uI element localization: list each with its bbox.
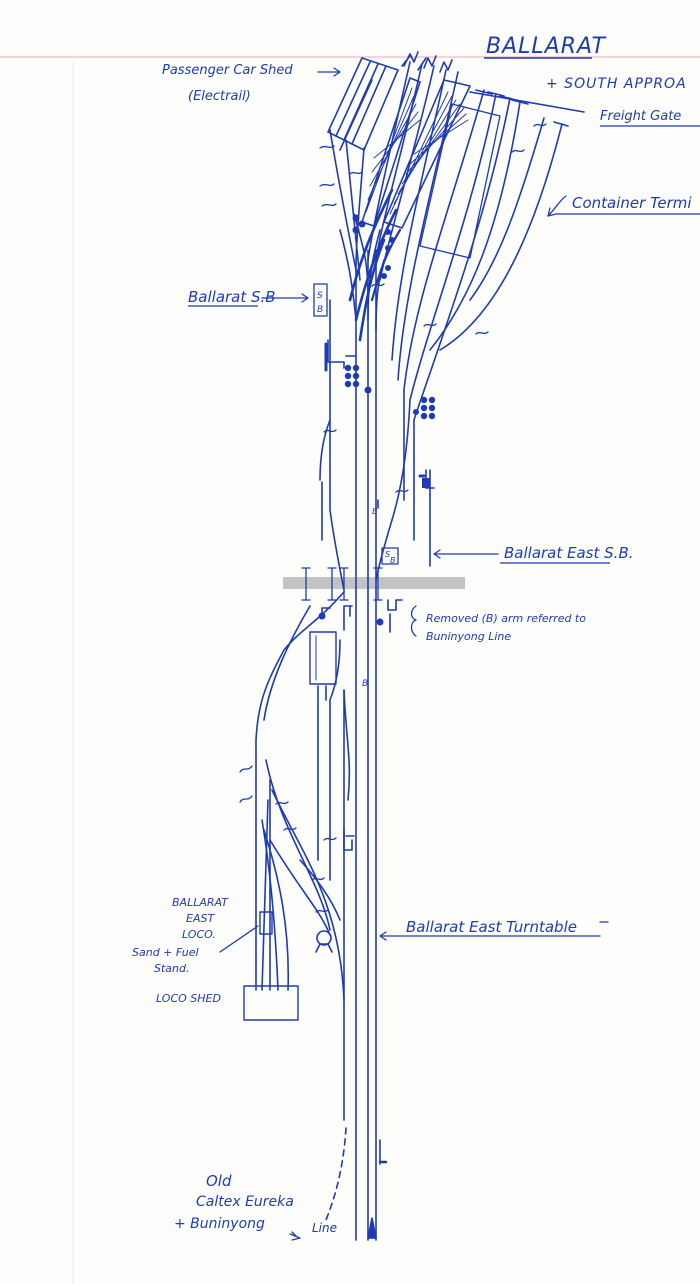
sand-fuel-label-2: Stand.: [154, 962, 190, 975]
old-line-label-4: Line: [312, 1221, 337, 1235]
platform-block: [309, 631, 337, 685]
container-terminal-label: Container Termi: [572, 194, 692, 212]
ballarat-east-sb-label: Ballarat East S.B.: [504, 544, 634, 562]
loco-label-3: LOCO.: [182, 928, 216, 941]
signal-lamps: [318, 214, 436, 626]
overbridge-highlight: [283, 577, 465, 589]
old-line-label-1: Old: [206, 1172, 232, 1190]
track-mark-b: B: [372, 507, 378, 516]
ballarat-east-sb-box: [381, 547, 399, 565]
sand-fuel-stand: [259, 911, 273, 935]
loco-label-2: EAST: [186, 912, 215, 925]
loco-shed-building: [243, 985, 299, 1021]
overbridge-ticks: [301, 567, 383, 601]
east-sb-box-b: B: [390, 556, 396, 565]
loco-shed-label: LOCO SHED: [156, 992, 221, 1005]
turntable-symbol: [315, 930, 333, 953]
title: BALLARAT: [486, 34, 606, 59]
signals: [321, 339, 435, 851]
east-sb-box-s: S: [385, 550, 390, 559]
freight-gate-label: Freight Gate: [600, 109, 681, 124]
old-line-label-2: Caltex Eureka: [196, 1194, 294, 1210]
electrail-label: (Electrail): [188, 89, 251, 104]
sb-box-b: B: [317, 305, 323, 315]
subtitle: + SOUTH APPROA: [546, 76, 687, 92]
sb-box-s: S: [317, 291, 323, 301]
removed-arm-note-2: Buninyong Line: [426, 630, 511, 643]
catch-points: [239, 123, 547, 913]
turntable-label: Ballarat East Turntable: [406, 918, 577, 936]
passenger-car-shed: [327, 57, 399, 151]
south-tracks: [255, 591, 388, 1221]
leader-lines: [219, 67, 609, 1241]
signal-b-mark: B: [362, 679, 368, 689]
north-yard-tracks: [329, 51, 585, 421]
old-line-label-3: + Buninyong: [174, 1216, 265, 1232]
main-lines: [355, 249, 377, 1241]
middle-yard-tracks: [319, 299, 431, 591]
ballarat-sb-box: [313, 283, 328, 317]
passenger-car-shed-label: Passenger Car Shed: [162, 63, 293, 78]
sand-fuel-label-1: Sand + Fuel: [132, 946, 199, 959]
ballarat-sb-label: Ballarat S.B: [188, 288, 276, 306]
removed-arm-note-1: Removed (B) arm referred to: [426, 612, 586, 625]
loco-label-1: BALLARAT: [172, 896, 229, 909]
